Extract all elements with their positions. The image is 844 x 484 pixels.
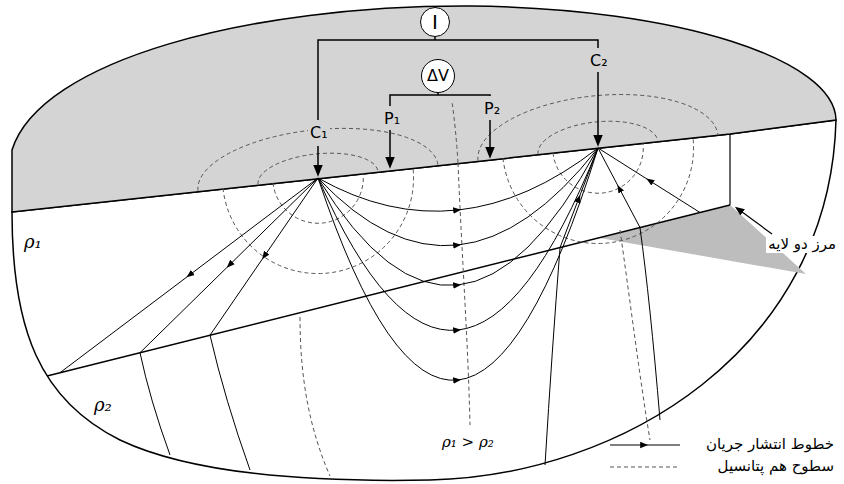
meter-symbol: I [432, 12, 438, 32]
current-lines-lower [140, 228, 660, 470]
boundary-label: مرز دو لایه [766, 236, 838, 253]
resistivity-relation: ρ₁ > ρ₂ [440, 434, 496, 451]
block-edge [729, 134, 730, 205]
legend-text: سطوح هم پتانسیل [716, 458, 836, 475]
electrode-label: C₂ [588, 52, 610, 70]
current-lines [60, 148, 700, 380]
electrode-label: P₂ [482, 100, 502, 118]
ground-surface [12, 6, 836, 212]
legend-text: خطوط انتشار جریان [704, 436, 836, 453]
meter-symbol: ΔV [427, 68, 449, 84]
legend-sample-dashed [610, 467, 680, 468]
leader-arrow [738, 209, 772, 234]
layer-boundary [47, 205, 730, 376]
meter-circle: ΔV [421, 59, 455, 93]
electrode-label: C₁ [308, 124, 330, 142]
meter-circle: I [420, 7, 450, 37]
electrode-label: P₁ [382, 110, 402, 128]
layer-resistivity: ρ₂ [92, 395, 114, 415]
electrode-arrows [318, 72, 598, 172]
survey-wires [318, 37, 598, 120]
layer-resistivity: ρ₁ [22, 232, 44, 252]
legend-sample-solid [610, 445, 680, 446]
equipotential-surface [198, 95, 718, 476]
